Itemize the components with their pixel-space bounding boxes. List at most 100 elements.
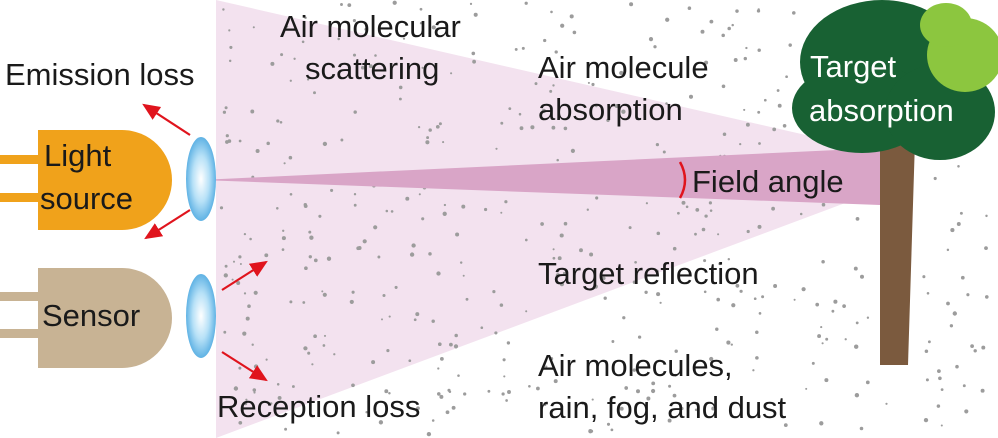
particle-dot [753,297,757,301]
particle-dot [824,378,829,383]
particle-dot [639,76,642,79]
particle-dot [340,3,343,6]
particle-dot [507,390,511,394]
air-particles-label-2: rain, fog, and dust [538,390,787,425]
particle-dot [356,246,361,251]
particle-dot [610,428,614,432]
particle-dot [288,155,293,160]
particle-dot [949,324,954,328]
particle-dot [307,351,311,355]
particle-dot [694,408,698,412]
particle-dot [549,357,554,361]
particle-dot [703,259,707,263]
particle-dot [353,193,357,196]
particle-dot [833,299,838,304]
particle-dot [385,209,389,213]
particle-dot [701,227,706,232]
particle-dot [291,385,295,388]
tree-trunk [880,140,915,365]
particle-dot [821,342,824,345]
particle-dot [519,126,524,131]
particle-dot [386,349,390,353]
particle-dot [311,363,314,366]
particle-dot [472,59,476,64]
particle-dot [528,384,531,388]
particle-dot [739,142,742,146]
particle-dot [551,125,556,130]
particle-dot [711,406,716,411]
particle-dot [627,402,630,405]
particle-dot [844,338,847,341]
particle-dot [413,318,417,322]
particle-dot [761,295,765,299]
particle-dot [378,420,384,425]
particle-dot [595,196,599,200]
particle-dot [437,342,442,347]
particle-dot [449,342,453,347]
particle-dot [392,0,397,5]
particle-dot [581,402,585,405]
particle-dot [368,64,373,69]
particle-dot [313,91,316,95]
particle-dot [425,140,430,145]
particle-dot [653,45,657,49]
emission-loss-arrow-up [142,103,191,136]
particle-dot [388,315,391,318]
particle-dot [569,14,574,19]
particle-dot [390,210,394,213]
particle-dot [655,269,659,274]
emission-loss-label: Emission loss [5,57,195,92]
particle-dot [219,206,224,210]
particle-dot [415,312,420,317]
particle-dot [453,344,459,349]
particle-dot [233,386,239,391]
particle-dot [865,380,870,385]
particle-dot [388,392,391,395]
particle-dot [313,334,317,339]
particle-dot [938,376,942,381]
particle-dot [667,418,672,423]
particle-dot [281,248,285,251]
emission-loss-arrow-down [144,209,191,240]
particle-dot [442,141,445,144]
particle-dot [545,365,548,368]
particle-dot [628,226,632,230]
particle-dot [923,417,929,423]
particle-dot [451,405,456,410]
particle-dot [704,214,708,218]
particle-dot [772,127,777,132]
particle-dot [962,384,966,388]
particle-dot [318,214,322,218]
narrow-beam [200,148,880,205]
particle-dot [461,204,466,209]
particle-dot [665,102,668,105]
particle-dot [757,110,761,114]
particle-dot [811,361,815,365]
particle-dot [933,176,937,181]
particle-dot [590,429,594,433]
particle-dot [304,16,307,19]
particle-dot [543,403,547,407]
particle-dot [242,331,247,336]
particle-dot [353,110,357,114]
particle-dot [304,266,308,271]
sensor-body [0,268,172,368]
particle-dot [946,248,950,252]
particle-dot [755,330,759,334]
particle-dot [437,392,441,396]
particle-dot [229,45,233,49]
particle-dot [755,356,759,360]
particle-dot [632,280,637,284]
particle-dot [668,384,672,388]
particle-dot [981,345,986,350]
sensor-label: Sensor [42,298,141,333]
particle-dot [562,271,566,275]
particle-dot [442,211,447,216]
particle-dot [730,343,733,346]
particle-dot [552,248,555,251]
particle-dot [854,344,859,349]
particle-dot [821,259,825,264]
particle-dot [223,330,227,334]
particle-dot [521,46,525,50]
particle-dot [437,367,440,370]
